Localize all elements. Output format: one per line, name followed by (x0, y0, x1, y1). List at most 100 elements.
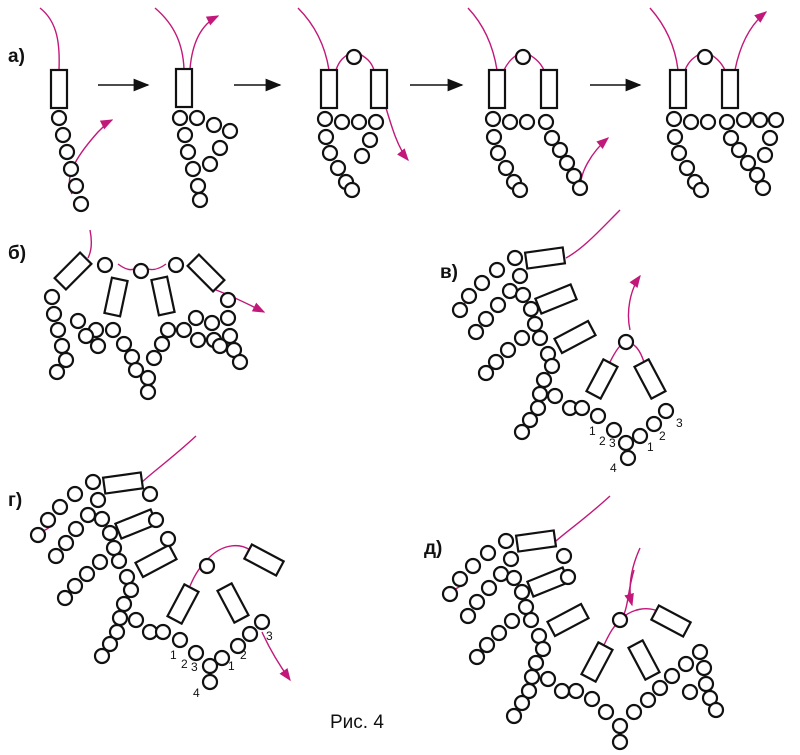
bead-number: 4 (193, 686, 200, 700)
thread-path (385, 107, 409, 162)
round-bead (521, 411, 539, 429)
bead-number: 3 (609, 436, 616, 450)
round-bead (697, 675, 715, 693)
round-bead (707, 701, 725, 719)
panel-label-d: д) (424, 538, 443, 559)
round-bead (625, 703, 643, 721)
round-bead (451, 570, 469, 588)
round-bead (645, 415, 663, 433)
round-bead (176, 126, 194, 144)
thread-path (261, 631, 291, 682)
round-bead (43, 288, 61, 306)
bugle-bead (545, 602, 591, 638)
round-bead (459, 607, 477, 625)
round-bead (722, 129, 740, 147)
bugle-bead (150, 275, 176, 317)
round-bead (127, 361, 145, 379)
round-bead (514, 286, 532, 304)
bead-number: 3 (676, 416, 683, 430)
round-bead (159, 530, 177, 548)
round-bead (505, 569, 523, 587)
round-bead (105, 539, 123, 557)
round-bead (58, 143, 76, 161)
bugle-bead (369, 68, 389, 110)
thread-path (603, 608, 661, 646)
bugle-bead (186, 253, 226, 293)
round-bead (47, 547, 65, 565)
round-bead (66, 577, 84, 595)
bugle-bead (53, 251, 93, 291)
thread-path (467, 7, 498, 71)
round-bead (511, 181, 529, 199)
bugle-bead (539, 68, 559, 110)
round-bead (175, 321, 193, 339)
round-bead (333, 113, 351, 131)
round-bead (110, 552, 128, 570)
round-bead (718, 113, 736, 131)
round-bead (501, 113, 519, 131)
round-bead (611, 733, 629, 751)
thread-path (39, 7, 60, 71)
round-bead (53, 337, 71, 355)
round-bead (517, 598, 535, 616)
round-bead (45, 305, 63, 323)
round-bead (115, 335, 133, 353)
round-bead (748, 166, 766, 184)
round-bead (50, 109, 68, 127)
round-bead (527, 654, 545, 672)
panel-label-v: в) (440, 262, 459, 283)
bugle-bead (626, 638, 662, 682)
round-bead (506, 249, 524, 267)
round-bead (167, 256, 185, 274)
round-bead (611, 717, 629, 735)
round-bead (631, 427, 649, 445)
round-bead (48, 363, 66, 381)
bugle-bead (668, 68, 688, 110)
round-bead (460, 287, 478, 305)
round-bead (551, 141, 569, 159)
round-bead (96, 256, 114, 274)
round-bead (141, 485, 159, 503)
round-bead (317, 128, 335, 146)
round-bead (89, 337, 107, 355)
bugle-bead (174, 67, 194, 109)
round-bead (522, 300, 540, 318)
bugle-bead (533, 283, 579, 315)
round-bead (213, 649, 231, 667)
round-bead (316, 110, 334, 128)
round-bead (321, 144, 339, 162)
bugle-bead (319, 68, 339, 110)
round-bead (101, 524, 119, 542)
round-bead (69, 312, 87, 330)
round-bead (67, 520, 85, 538)
round-bead (531, 329, 549, 347)
bugle-bead (649, 603, 693, 639)
round-bead (559, 568, 577, 586)
round-bead (478, 636, 496, 654)
thread-path (623, 569, 635, 615)
round-bead (115, 595, 133, 613)
round-bead (678, 159, 696, 177)
bugle-bead (584, 357, 620, 401)
round-bead (353, 147, 371, 165)
round-bead (66, 485, 84, 503)
panel-label-b: б) (8, 243, 27, 264)
round-bead (123, 348, 141, 366)
round-bead (756, 146, 774, 164)
round-bead (139, 369, 157, 387)
panel-label-a: а) (8, 46, 25, 67)
round-bead (571, 179, 589, 197)
round-bead (57, 534, 75, 552)
round-bead (361, 131, 379, 149)
round-bead (189, 331, 207, 349)
round-bead (191, 191, 209, 209)
round-bead (479, 544, 497, 562)
round-bead (108, 623, 126, 641)
round-bead (523, 668, 541, 686)
round-bead (104, 321, 122, 339)
round-bead (513, 694, 531, 712)
bead-number: 3 (191, 660, 198, 674)
round-bead (553, 682, 571, 700)
round-bead (203, 314, 221, 332)
